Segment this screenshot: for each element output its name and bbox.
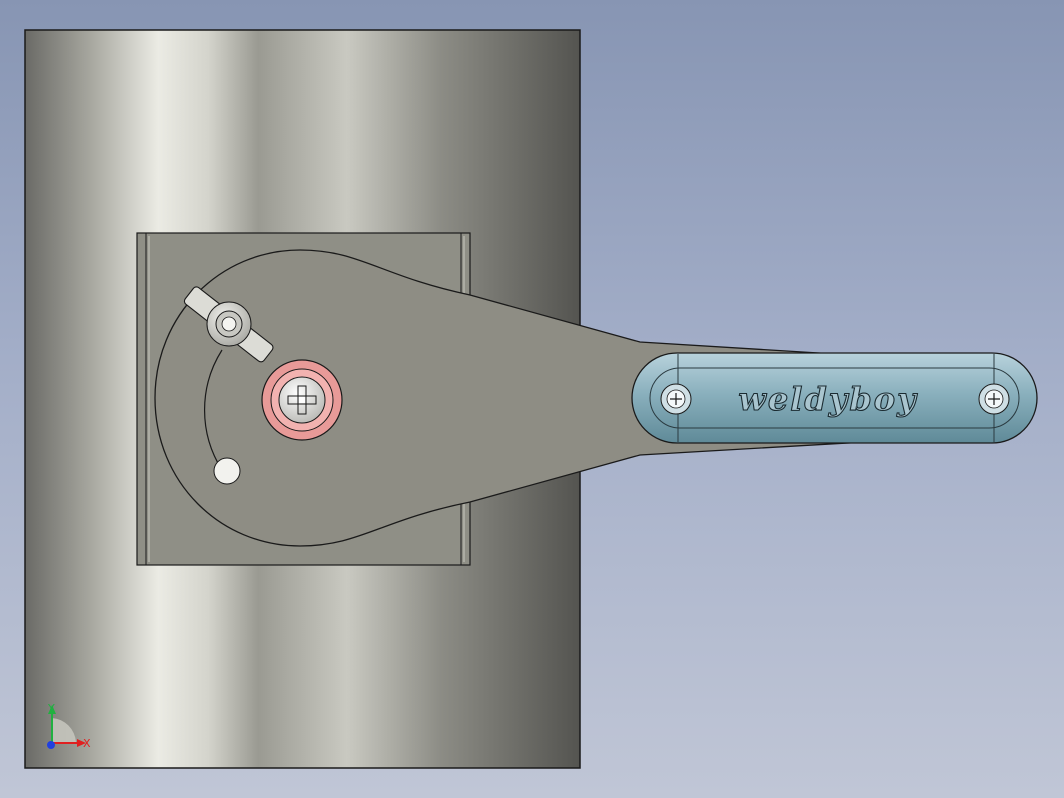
axis-x-label: X	[83, 737, 91, 750]
wing-nut[interactable]	[183, 285, 275, 363]
stop-pin	[213, 457, 241, 485]
weldyboy-grip[interactable]: weldyboy	[631, 352, 1038, 444]
damper-lever[interactable]	[154, 249, 901, 547]
phillips-screw-icon	[660, 383, 692, 415]
phillips-screw-icon	[978, 383, 1010, 415]
phillips-screw-icon	[287, 385, 317, 415]
xyz-axis-triad-icon: Y X	[47, 702, 91, 750]
pivot-bolt[interactable]	[261, 359, 343, 441]
axis-y-label: Y	[47, 702, 55, 715]
grip-brand-text: weldyboy	[738, 380, 918, 418]
